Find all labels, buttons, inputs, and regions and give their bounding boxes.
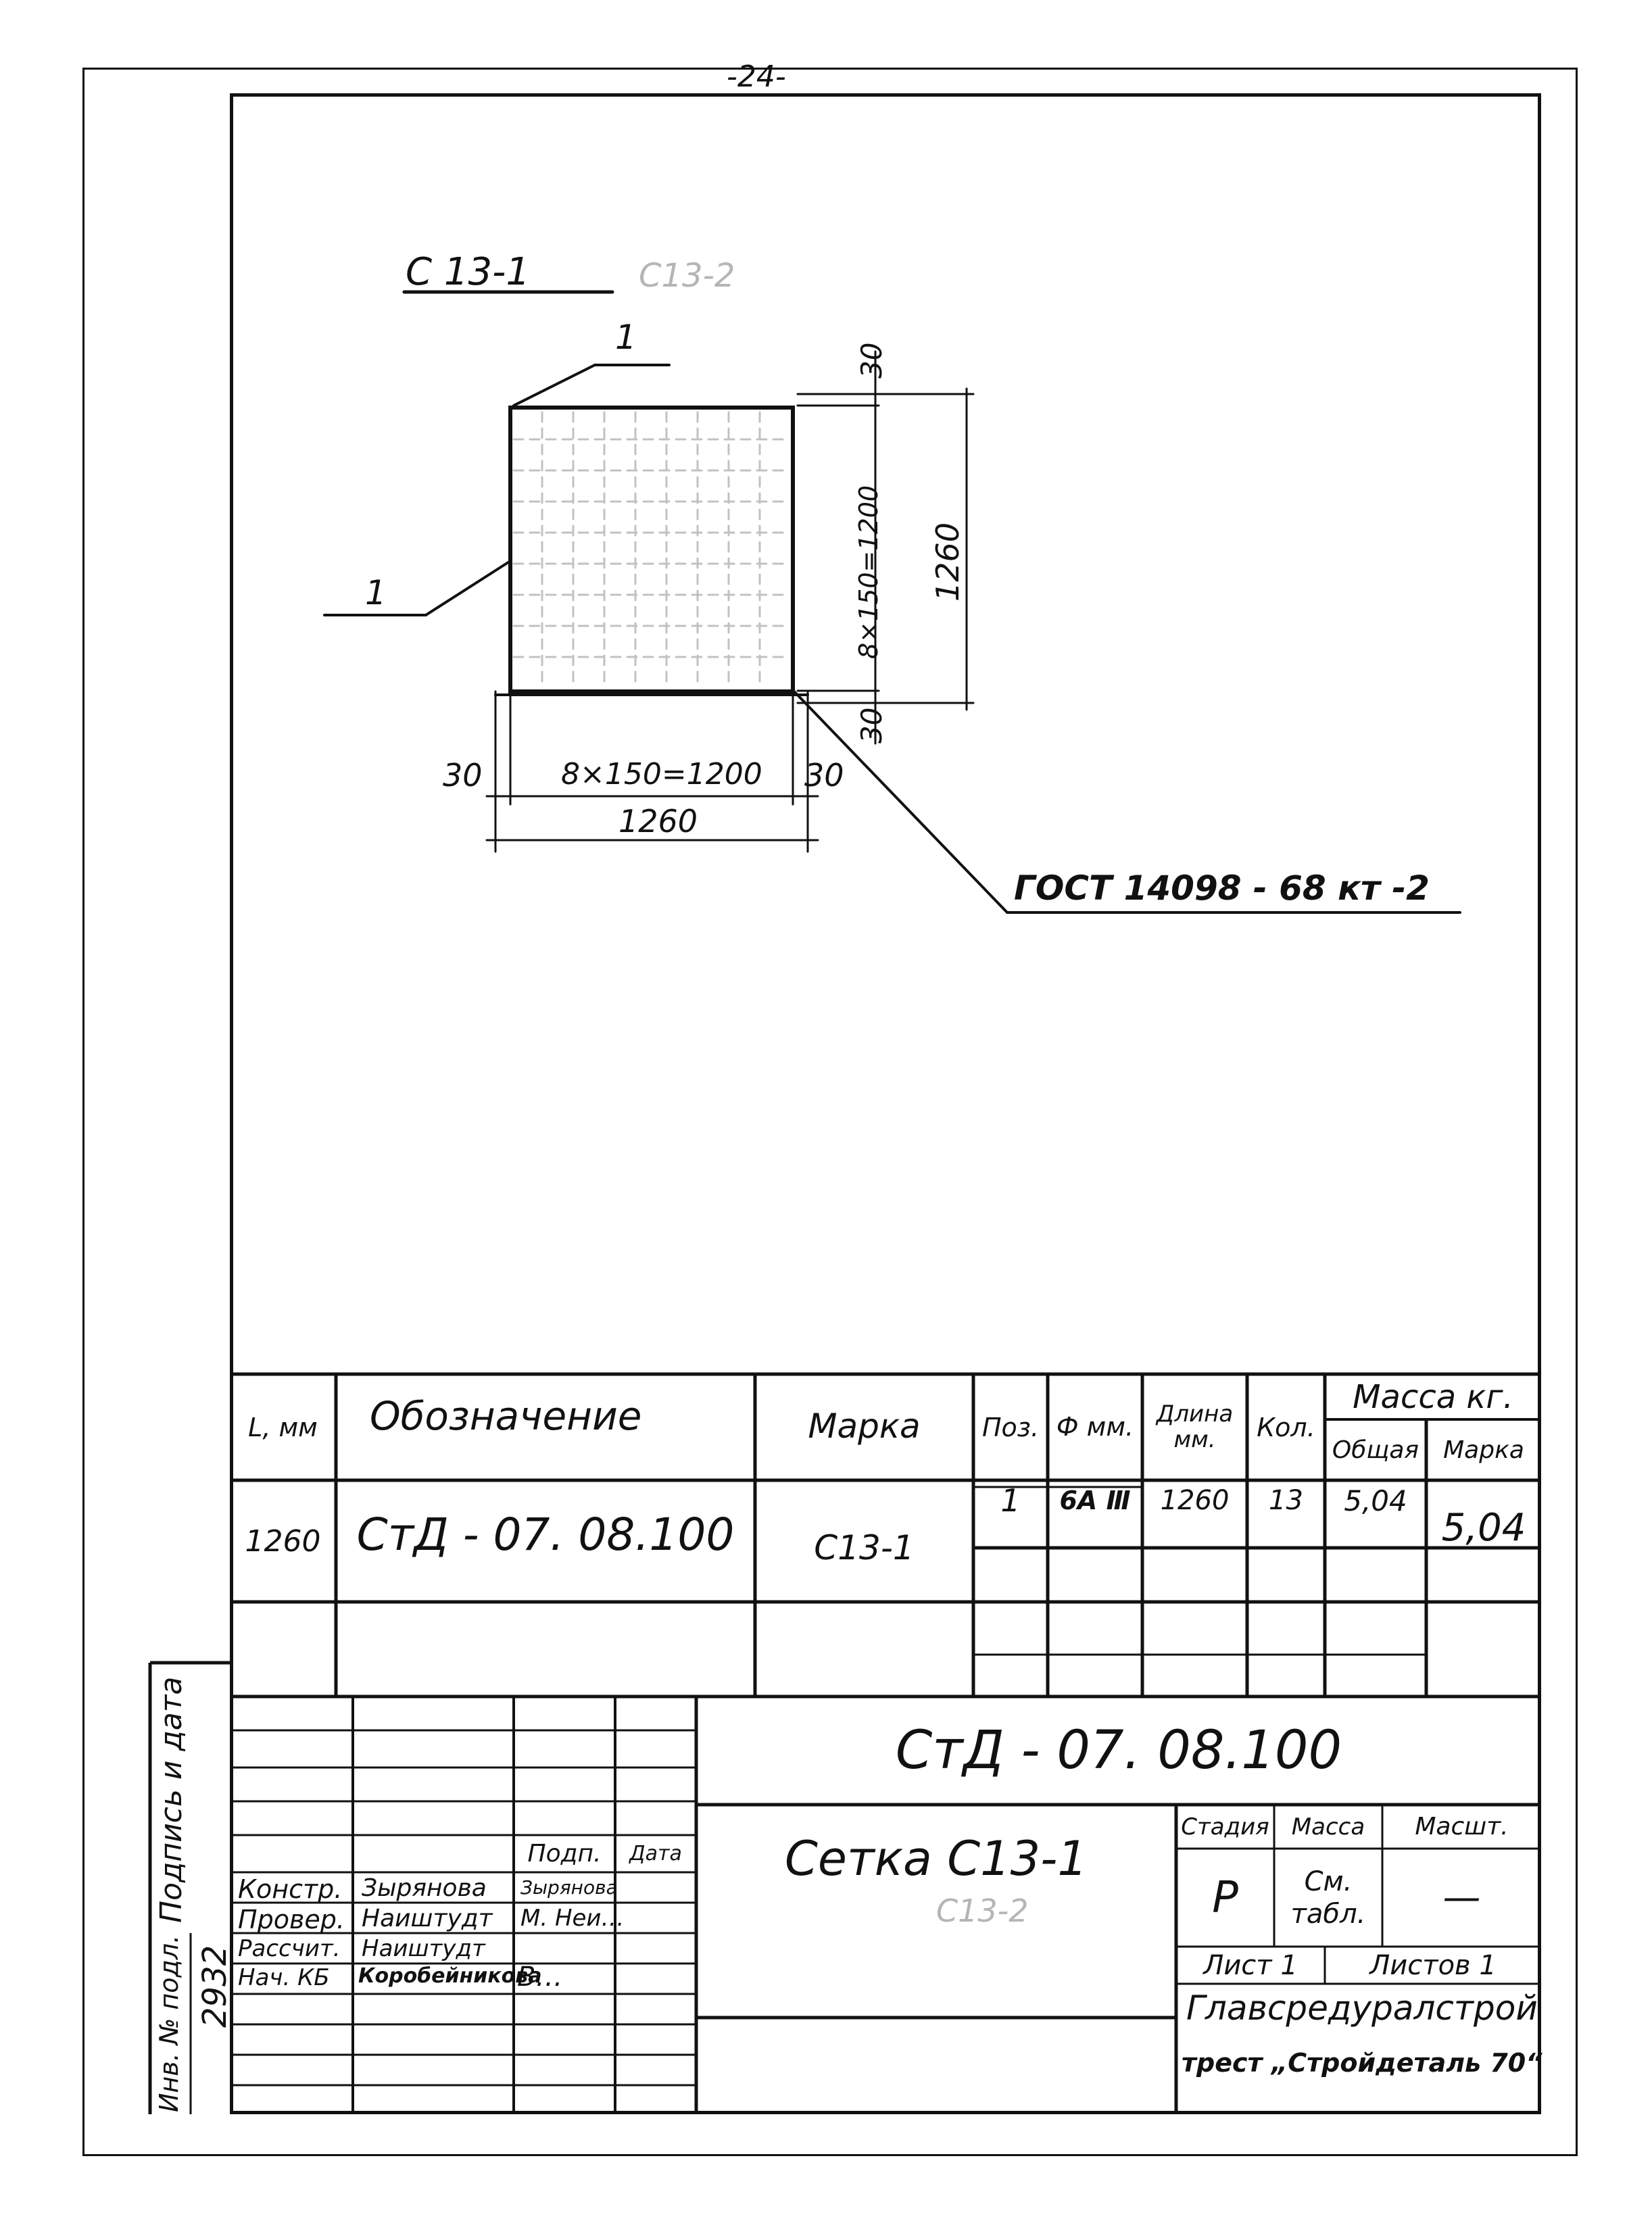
title-col-sign: Подп. [527, 1840, 602, 1868]
title-name-1: Наиштудт [362, 1905, 493, 1932]
dim-bottom-30: 30 [855, 707, 888, 743]
spec-row-diameter: 6A Ⅲ [1059, 1486, 1131, 1515]
dim-right-30: 30 [804, 757, 844, 794]
spec-header-mass: Масса кг. [1353, 1377, 1513, 1416]
title-org-line2: трест „Стройдеталь 70“ [1182, 2048, 1542, 2078]
title-signature-1: М. Неи… [520, 1905, 625, 1932]
title-name-faint: С13-2 [936, 1893, 1029, 1929]
title-block-grid [148, 1661, 1541, 2114]
title-signature-0: Зырянова [520, 1876, 618, 1899]
spec-row-qty: 13 [1269, 1485, 1303, 1516]
dim-top-30: 30 [855, 342, 888, 379]
spec-header-diameter: Ф мм. [1056, 1411, 1134, 1442]
spec-row-length: 1260 [245, 1523, 321, 1559]
side-inv-no-label: Инв. № подл. [154, 1934, 184, 2112]
dim-horizontal-total: 1260 [618, 803, 698, 839]
title-signature-3: В… [517, 1961, 563, 1993]
title-mass-value: См. табл. [1290, 1866, 1366, 1930]
title-role-1: Провер. [238, 1905, 345, 1934]
title-org-line1: Главсредуралстрой [1186, 1989, 1538, 2028]
title-role-2: Рассчит. [238, 1935, 341, 1962]
mark-title: С 13-1 [406, 250, 530, 294]
spec-header-designation: Обозначение [370, 1393, 642, 1439]
title-role-0: Констр. [238, 1874, 343, 1904]
title-name-0: Зырянова [362, 1874, 487, 1902]
spec-header-mass-total: Общая [1332, 1436, 1419, 1464]
title-sheet: Лист 1 [1203, 1949, 1298, 1981]
spec-header-pos: Поз. [981, 1412, 1040, 1442]
spec-header-mark: Марка [808, 1407, 921, 1446]
drawing-frame [230, 93, 1541, 2114]
side-sign-and-date: Подпись и дата [154, 1676, 189, 1923]
side-inv-no: 2932 [196, 1945, 234, 2028]
title-sheets: Листов 1 [1369, 1949, 1497, 1981]
spec-header-length: L, мм [248, 1412, 318, 1442]
mesh-inner-grid [512, 411, 791, 689]
gost-note: ГОСТ 14098 - 68 кт -2 [1014, 869, 1430, 908]
spec-header-wire-length: Длина мм. [1156, 1400, 1234, 1453]
title-code: СтД - 07. 08.100 [895, 1720, 1342, 1781]
spec-header-qty: Кол. [1257, 1412, 1315, 1442]
dim-left-30: 30 [443, 757, 483, 794]
callout-left: 1 [365, 573, 387, 612]
sheet-outer-border [82, 68, 1578, 2156]
mesh-outline [508, 406, 795, 693]
spec-row-wire-length: 1260 [1160, 1485, 1230, 1516]
spec-table-grid [230, 1372, 1541, 1697]
dim-vertical-total: 1260 [929, 522, 966, 602]
title-name-2: Наиштудт [362, 1935, 485, 1962]
title-role-3: Нач. КБ [238, 1964, 330, 1991]
spec-row-mark: С13-1 [814, 1528, 915, 1567]
dim-horizontal-spacing: 8×150=1200 [561, 757, 762, 791]
title-scale-value: — [1442, 1876, 1481, 1920]
spec-row-designation: СтД - 07. 08.100 [356, 1508, 735, 1561]
title-name: Сетка С13-1 [785, 1831, 1088, 1886]
dim-vertical-spacing: 8×150=1200 [854, 485, 883, 659]
spec-header-mass-mark: Марка [1443, 1436, 1524, 1464]
title-mass-label: Масса [1291, 1813, 1365, 1840]
spec-row-mass-mark: 5,04 [1441, 1505, 1526, 1550]
spec-row-mass-total: 5,04 [1344, 1484, 1407, 1517]
title-name-3: Коробейникова [358, 1964, 542, 1988]
callout-top: 1 [615, 318, 637, 357]
title-stage-value: Р [1212, 1872, 1238, 1923]
title-stage-label: Стадия [1181, 1813, 1269, 1840]
title-scale-label: Масшт. [1415, 1813, 1509, 1840]
mark-title-faint: С13-2 [639, 257, 735, 295]
spec-row-pos: 1 [1000, 1482, 1021, 1519]
page-number: -24- [727, 59, 786, 94]
title-col-date: Дата [629, 1842, 682, 1866]
